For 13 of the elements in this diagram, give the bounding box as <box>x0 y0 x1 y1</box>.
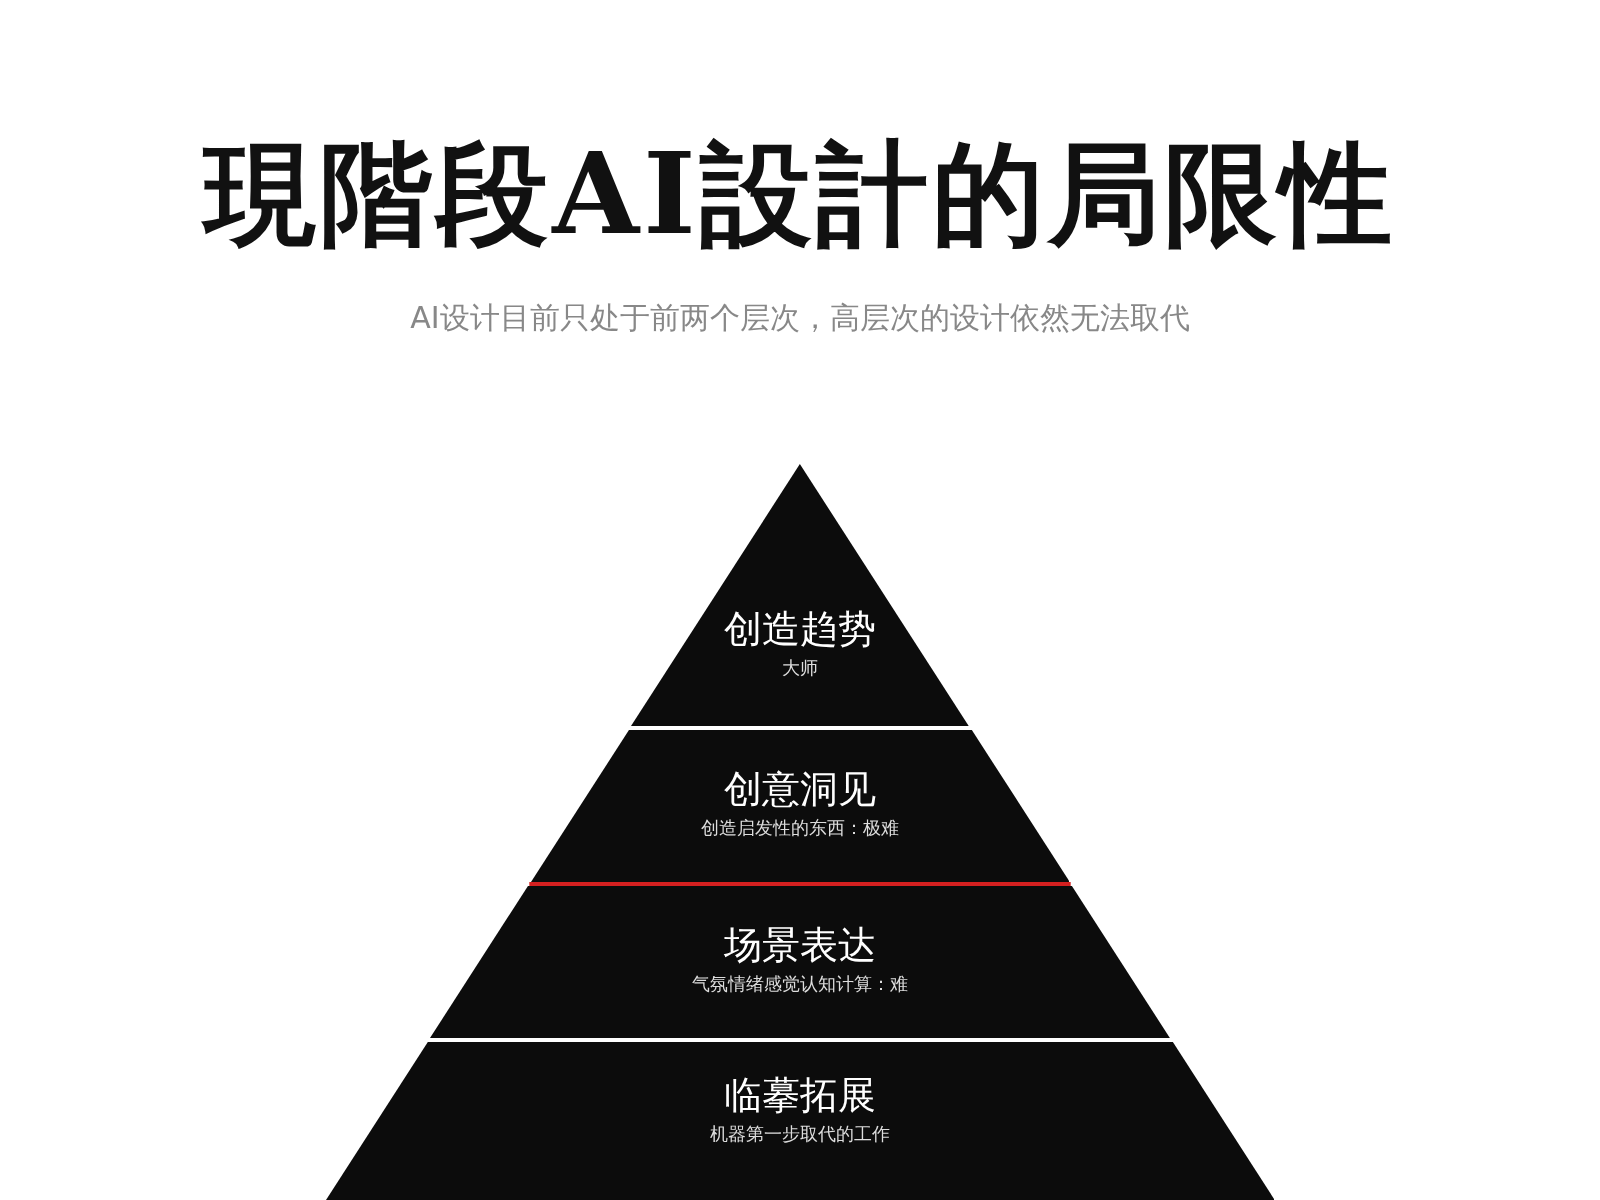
tier-heading: 场景表达 <box>724 922 876 969</box>
tier-description: 创造启发性的东西：极难 <box>701 816 899 840</box>
pyramid-tier <box>631 464 969 726</box>
pyramid-tier <box>430 886 1170 1038</box>
pyramid-tier <box>530 730 1070 882</box>
pyramid-tier <box>325 1042 1275 1200</box>
tier-description: 气氛情绪感觉认知计算：难 <box>692 972 908 996</box>
tier-heading: 创造趋势 <box>724 606 876 653</box>
subtitle: AI设计目前只处于前两个层次，高层次的设计依然无法取代 <box>410 300 1190 335</box>
tier-description: 大师 <box>782 656 818 680</box>
tier-description: 机器第一步取代的工作 <box>710 1122 890 1146</box>
tier-heading: 创意洞见 <box>724 766 876 813</box>
tier-heading: 临摹拓展 <box>724 1072 876 1119</box>
